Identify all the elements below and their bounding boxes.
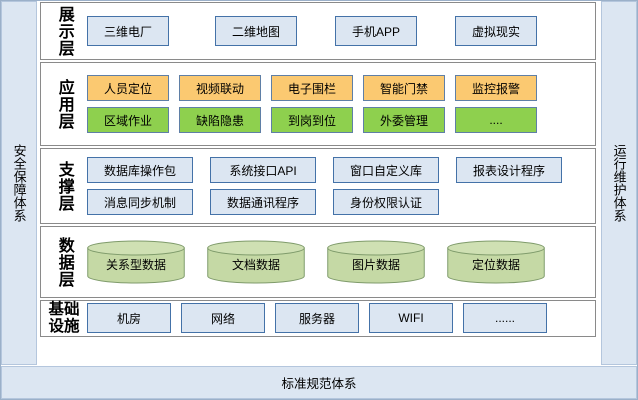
node-box[interactable]: 到岗到位 [271,107,353,133]
node-box[interactable]: 系统接口API [210,157,316,183]
node-box[interactable]: 窗口自定义库 [333,157,439,183]
node-row: 消息同步机制数据通讯程序身份权限认证 [87,189,587,215]
node-box[interactable]: 消息同步机制 [87,189,193,215]
layer-title-text: 数据层 [55,236,73,288]
node-box[interactable]: 数据库操作包 [87,157,193,183]
left-band-label: 安全保障体系 [11,144,27,222]
layer-body-data: 关系型数据 文档数据 图片数据 定位数据 [87,227,595,297]
cylinder-icon [327,240,425,284]
node-row: 机房网络服务器 WIFI...... [87,303,587,334]
node-box[interactable]: 二维地图 [215,16,297,46]
database-cylinder: 关系型数据 [87,240,185,284]
database-cylinder: 图片数据 [327,240,425,284]
cylinder-label: 关系型数据 [105,258,166,272]
node-box[interactable]: 虚拟现实 [455,16,537,46]
database-cylinder: 文档数据 [207,240,305,284]
cylinder-label: 定位数据 [471,258,520,272]
bottom-bar-label: 标准规范体系 [281,377,357,391]
layer-body-infrastructure: 机房网络服务器 WIFI...... [87,301,595,336]
node-box[interactable]: 外委管理 [363,107,445,133]
right-band-label: 运行维护体系 [611,144,627,222]
node-row: 关系型数据 文档数据 图片数据 定位数据 [87,240,587,284]
layer-title-support: 支撑层 [41,161,87,212]
layer-title-presentation: 展示层 [41,6,87,57]
node-row: 人员定位视频联动电子围栏智能门禁监控报警 [87,75,587,101]
layer-body-support: 数据库操作包系统接口API 窗口自定义库报表设计程序消息同步机制数据通讯程序身份权… [87,149,595,223]
layer-panel-infrastructure: 基础设施机房网络服务器 WIFI...... [40,300,596,337]
right-band-operations-maintenance: 运行维护体系 [601,1,637,365]
cylinder-icon [207,240,305,284]
layer-panel-support: 支撑层数据库操作包系统接口API 窗口自定义库报表设计程序消息同步机制数据通讯程序… [40,148,596,224]
layer-title-infrastructure: 基础设施 [41,301,87,336]
cylinder-label: 图片数据 [351,258,400,272]
layer-title-text: 支撑层 [55,160,73,212]
node-box[interactable]: 数据通讯程序 [210,189,316,215]
cylinder-icon [447,240,545,284]
node-box[interactable]: 机房 [87,303,171,334]
node-box[interactable]: 身份权限认证 [333,189,439,215]
layer-body-application: 人员定位视频联动电子围栏智能门禁监控报警区域作业缺陷隐患到岗到位外委管理.... [87,63,595,145]
node-box[interactable]: 报表设计程序 [456,157,562,183]
layer-title-application: 应用层 [41,79,87,130]
node-box[interactable]: 人员定位 [87,75,169,101]
node-box[interactable]: .... [455,107,537,133]
node-box[interactable]: 智能门禁 [363,75,445,101]
layer-body-presentation: 三维电厂 二维地图 手机APP 虚拟现实 [87,3,595,59]
layer-panel-data: 数据层 关系型数据 文档数据 图片数据 定位数据 [40,226,596,298]
layer-panel-presentation: 展示层三维电厂 二维地图 手机APP 虚拟现实 [40,2,596,60]
cylinder-label: 文档数据 [231,258,280,272]
cylinder-icon [87,240,185,284]
node-box[interactable]: ...... [463,303,547,334]
node-box[interactable]: WIFI [369,303,453,334]
node-row: 三维电厂 二维地图 手机APP 虚拟现实 [87,16,587,46]
layer-title-text: 应用层 [55,78,73,130]
layer-title-text: 展示层 [55,5,73,57]
layer-title-text: 基础设施 [48,301,80,336]
database-cylinder: 定位数据 [447,240,545,284]
node-box[interactable]: 三维电厂 [87,16,169,46]
node-row: 数据库操作包系统接口API 窗口自定义库报表设计程序 [87,157,587,183]
node-row: 区域作业缺陷隐患到岗到位外委管理.... [87,107,587,133]
node-box[interactable]: 缺陷隐患 [179,107,261,133]
layer-panel-application: 应用层人员定位视频联动电子围栏智能门禁监控报警区域作业缺陷隐患到岗到位外委管理.… [40,62,596,146]
node-box[interactable]: 服务器 [275,303,359,334]
node-box[interactable]: 视频联动 [179,75,261,101]
node-box[interactable]: 网络 [181,303,265,334]
left-band-security-assurance: 安全保障体系 [1,1,37,365]
node-box[interactable]: 电子围栏 [271,75,353,101]
node-box[interactable]: 监控报警 [455,75,537,101]
node-box[interactable]: 区域作业 [87,107,169,133]
bottom-bar-standards: 标准规范体系 [1,366,637,399]
layer-stack: 展示层三维电厂 二维地图 手机APP 虚拟现实应用层人员定位视频联动电子围栏智能门禁监… [40,2,596,364]
node-box[interactable]: 手机APP [335,16,417,46]
layer-title-data: 数据层 [41,237,87,288]
